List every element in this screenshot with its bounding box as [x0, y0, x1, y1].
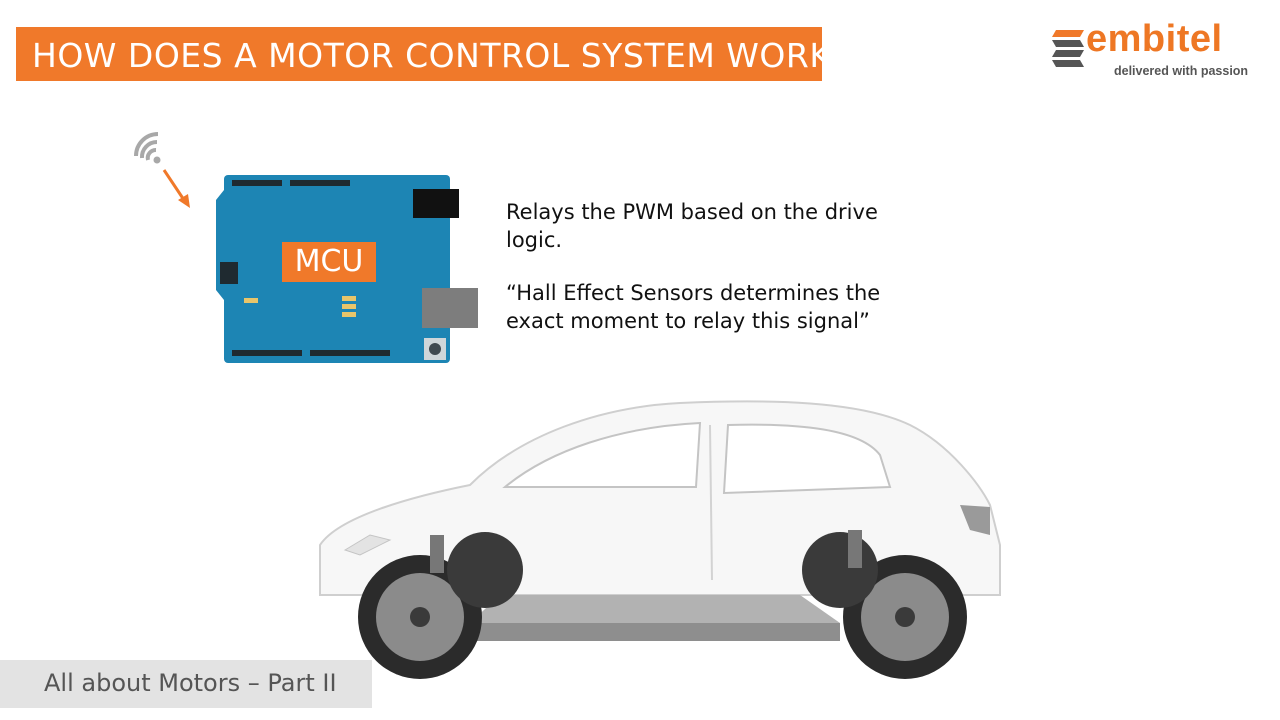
brand-name: embitel [1086, 18, 1223, 60]
slide-title: HOW DOES A MOTOR CONTROL SYSTEM WORK [32, 36, 832, 75]
wifi-signal-icon [134, 132, 161, 164]
brand-tagline: delivered with passion [1114, 64, 1249, 78]
description-line-hall-sensors: “Hall Effect Sensors determines the exac… [506, 281, 881, 333]
arrow-icon [162, 169, 190, 208]
title-banner: HOW DOES A MOTOR CONTROL SYSTEM WORK [16, 27, 831, 81]
mcu-board-illustration: MCU [120, 130, 480, 370]
embitel-logo-icon [1052, 30, 1084, 67]
brand-logo: embitel delivered with passion [1050, 18, 1260, 80]
car-chassis-illustration [300, 395, 1020, 685]
footer-tag: All about Motors – Part II [0, 660, 372, 708]
description-line-pwm: Relays the PWM based on the drive logic. [506, 200, 878, 252]
mcu-label: MCU [282, 242, 376, 282]
description-block: Relays the PWM based on the drive logic.… [506, 198, 926, 360]
footer-text: All about Motors – Part II [44, 669, 337, 697]
